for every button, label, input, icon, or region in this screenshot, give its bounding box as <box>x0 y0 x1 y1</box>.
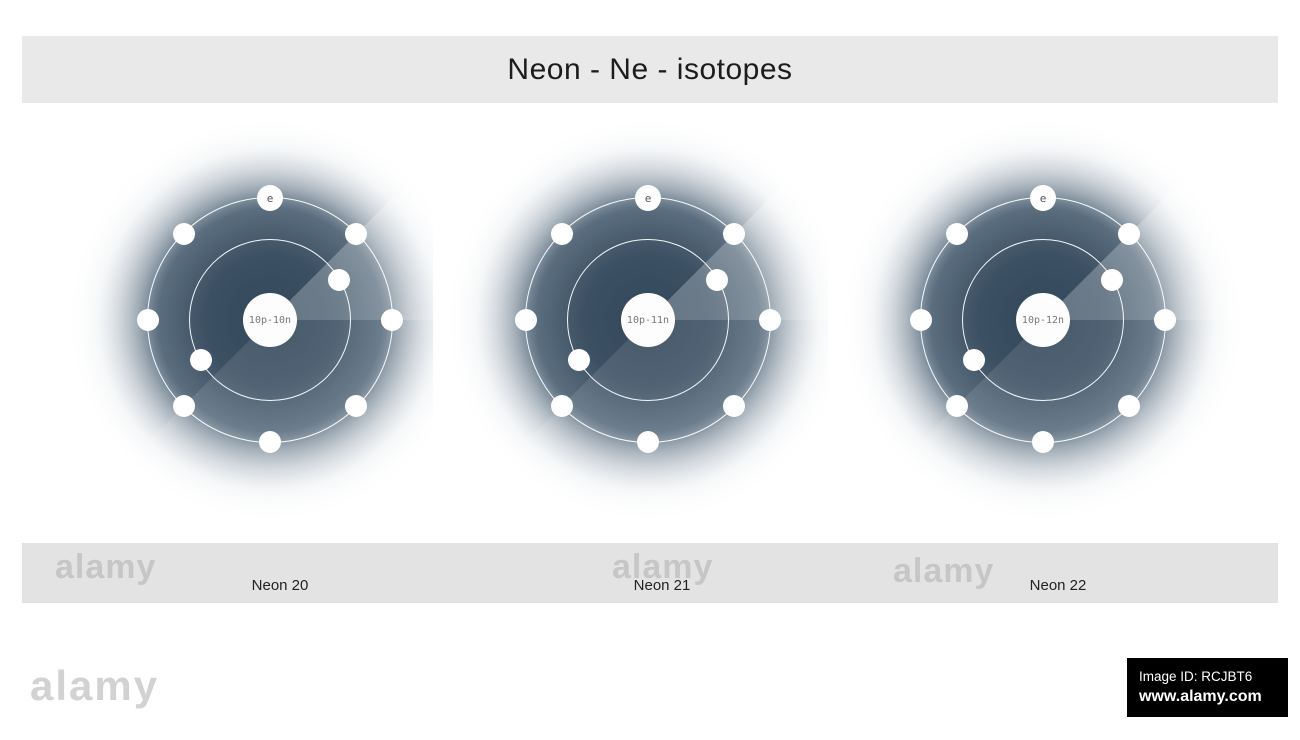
electron-dot <box>1118 395 1141 418</box>
alamy-watermark: alamy <box>893 552 995 590</box>
electron-dot <box>189 349 212 371</box>
inner-orbit-ring <box>567 239 729 401</box>
nucleus-label: 10p-12n <box>1021 314 1065 326</box>
electron-dot <box>328 269 351 291</box>
caption-neon-20: Neon 20 <box>251 577 309 594</box>
nucleus: 10p-10n <box>243 293 297 347</box>
alamy-logo: alamy <box>30 662 160 709</box>
electron-dot <box>345 395 368 418</box>
electron-dot <box>637 431 659 453</box>
electron-dot <box>345 222 368 245</box>
electron-dot <box>567 349 590 371</box>
alamy-url-text: www.alamy.com <box>1139 688 1262 705</box>
alamy-watermark: alamy <box>55 548 157 586</box>
electron-dot <box>723 395 746 418</box>
electron-dot <box>172 222 195 245</box>
electron-dot <box>172 395 195 418</box>
atom-diagram-neon-22: 10p-12n e <box>828 105 1258 535</box>
nucleus-label: 10p-10n <box>248 314 292 326</box>
nucleus: 10p-12n <box>1016 293 1070 347</box>
electron-dot <box>1032 431 1054 453</box>
electron-dot <box>259 431 281 453</box>
electron-dot <box>945 395 968 418</box>
inner-orbit-ring <box>962 239 1124 401</box>
atom-diagram-neon-21: 10p-11n e <box>433 105 863 535</box>
nucleus: 10p-11n <box>621 293 675 347</box>
atom-diagram-neon-20: 10p-10n e <box>55 105 485 535</box>
image-id-text: Image ID: RCJBT6 <box>1139 669 1253 684</box>
page-title: Neon - Ne - isotopes <box>507 52 793 86</box>
electron-dot <box>550 395 573 418</box>
title-bar: Neon - Ne - isotopes <box>22 36 1278 103</box>
caption-bar <box>22 543 1278 603</box>
electron-dot <box>962 349 985 371</box>
electron-dot <box>706 269 729 291</box>
inner-orbit-ring <box>189 239 351 401</box>
electron-dot <box>515 309 537 331</box>
electron-dot <box>910 309 932 331</box>
electron-dot-labeled: e <box>257 185 283 211</box>
electron-dot <box>137 309 159 331</box>
electron-dot <box>945 222 968 245</box>
electron-dot <box>1101 269 1124 291</box>
electron-dot <box>1118 222 1141 245</box>
electron-dot <box>381 309 403 331</box>
electron-dot <box>1154 309 1176 331</box>
alamy-watermark: alamy <box>612 548 714 586</box>
electron-dot-labeled: e <box>635 185 661 211</box>
electron-dot-labeled: e <box>1030 185 1056 211</box>
electron-dot <box>759 309 781 331</box>
caption-neon-22: Neon 22 <box>1029 577 1087 594</box>
image-id-box: Image ID: RCJBT6 www.alamy.com <box>1127 658 1288 717</box>
caption-neon-21: Neon 21 <box>633 577 691 594</box>
electron-dot <box>723 222 746 245</box>
electron-dot <box>550 222 573 245</box>
nucleus-label: 10p-11n <box>626 314 670 326</box>
